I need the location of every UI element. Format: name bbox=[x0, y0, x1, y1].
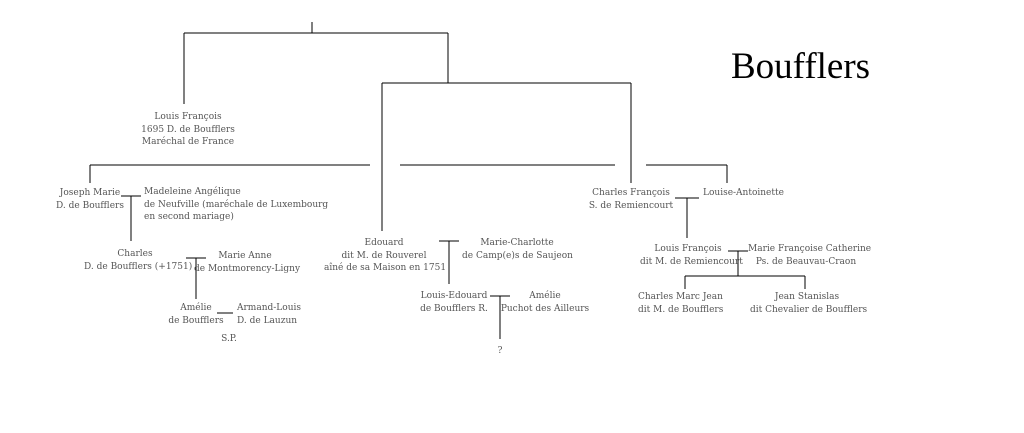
label-line: D. de Lauzun bbox=[237, 315, 298, 326]
label-line: de Montmorency-Ligny bbox=[194, 263, 301, 274]
label-line: S. de Remiencourt bbox=[588, 200, 674, 211]
person-charles-francois: Charles François S. de Remiencourt bbox=[588, 187, 674, 212]
label-line: Marie-Charlotte bbox=[480, 238, 554, 248]
label-line: Amélie bbox=[529, 291, 561, 301]
person-louis-edouard: Louis-Edouard de Boufflers R. bbox=[418, 290, 490, 315]
person-amelie: Amélie de Boufflers bbox=[168, 302, 224, 327]
label-line: Madeleine Angélique bbox=[144, 187, 241, 197]
label-line: Amélie bbox=[180, 303, 212, 313]
label-line: Louise-Antoinette bbox=[703, 188, 784, 198]
label-line: Louis-Edouard bbox=[420, 291, 488, 301]
label-line: Marie Françoise Catherine bbox=[748, 244, 872, 254]
label-line: Louis François bbox=[154, 112, 222, 122]
label-line: de Camp(e)s de Saujeon bbox=[462, 250, 573, 261]
label-line: D. de Boufflers bbox=[56, 200, 124, 211]
label-line: de Boufflers bbox=[168, 315, 224, 326]
person-madeleine-angelique: Madeleine Angélique de Neufville (marécha… bbox=[144, 186, 328, 224]
label-line: Puchot des Ailleurs bbox=[500, 303, 590, 314]
label-line: Maréchal de France bbox=[141, 137, 235, 147]
label-line: Edouard bbox=[364, 238, 404, 248]
family-title: Boufflers bbox=[731, 46, 871, 87]
person-jean-stanislas: Jean Stanislas dit Chevalier de Boufflers bbox=[750, 291, 868, 316]
label-line: D. de Boufflers (+1751) bbox=[84, 261, 193, 272]
person-louis-francois-remiencourt: Louis François dit M. de Remiencourt bbox=[640, 243, 743, 268]
label-line: de Neufville (maréchale de Luxembourg bbox=[144, 199, 329, 210]
label-line: Charles François bbox=[592, 188, 670, 198]
label-line: S.P. bbox=[221, 334, 237, 344]
note-unknown: ? bbox=[490, 345, 510, 358]
person-edouard: Edouard dit M. de Rouverel aîné de sa Mais… bbox=[324, 237, 447, 275]
label-line: Charles bbox=[117, 249, 153, 259]
person-joseph-marie: Joseph Marie D. de Boufflers bbox=[56, 187, 124, 212]
label-line: ? bbox=[497, 346, 503, 356]
label-line: aîné de sa Maison en 1751 bbox=[324, 263, 447, 273]
label-line: Ps. de Beauvau-Craon bbox=[755, 256, 857, 267]
label-line: dit M. de Remiencourt bbox=[640, 256, 743, 267]
label-line: Louis François bbox=[654, 244, 722, 254]
person-armand-louis: Armand-Louis D. de Lauzun bbox=[237, 302, 301, 327]
label-line: Charles Marc Jean bbox=[638, 292, 723, 302]
person-marie-charlotte: Marie-Charlotte de Camp(e)s de Saujeon bbox=[462, 237, 573, 262]
note-sans-posterite: S.P. bbox=[210, 333, 248, 346]
label-line: Armand-Louis bbox=[237, 303, 301, 313]
label-line: en second mariage) bbox=[144, 212, 234, 222]
label-line: dit M. de Rouverel bbox=[341, 250, 427, 261]
person-marie-anne: Marie Anne de Montmorency-Ligny bbox=[194, 250, 301, 275]
person-charles-marc-jean: Charles Marc Jean dit M. de Boufflers bbox=[638, 291, 724, 316]
label-line: Marie Anne bbox=[218, 251, 272, 261]
label-line: Jean Stanislas bbox=[774, 292, 840, 302]
person-charles: Charles D. de Boufflers (+1751) bbox=[84, 248, 193, 273]
label-line: Joseph Marie bbox=[59, 188, 121, 198]
person-louise-antoinette: Louise-Antoinette bbox=[703, 187, 784, 200]
label-line: dit Chevalier de Boufflers bbox=[750, 304, 868, 315]
label-line: dit M. de Boufflers bbox=[638, 304, 724, 315]
label-line: de Boufflers R. bbox=[420, 303, 488, 314]
label-line: 1695 D. de Boufflers bbox=[141, 124, 235, 135]
